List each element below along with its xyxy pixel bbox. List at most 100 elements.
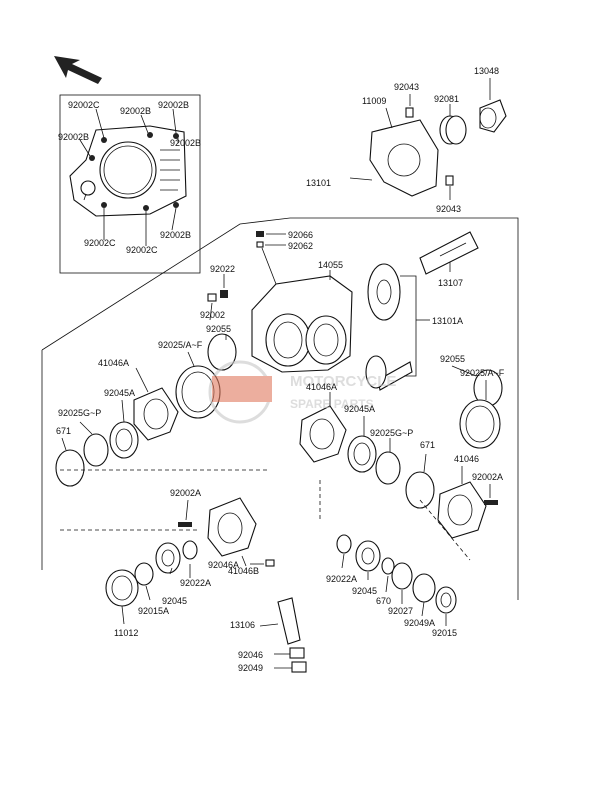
label-92045: 92045 bbox=[352, 586, 377, 596]
gear-case-14055-part bbox=[251, 275, 353, 373]
gasket-92025-right-part bbox=[459, 399, 501, 449]
label-92046: 92046 bbox=[238, 650, 263, 660]
cover-11009-part bbox=[369, 119, 439, 197]
label-92045: 92045 bbox=[162, 596, 187, 606]
bolt-92002A-left-part bbox=[178, 522, 192, 527]
collar-92015A-part bbox=[134, 562, 154, 586]
label-92022A: 92022A bbox=[180, 578, 211, 588]
shaft-13106-part bbox=[277, 597, 301, 645]
sleeve-92046A-part bbox=[265, 559, 275, 567]
oring-671-left-part bbox=[55, 449, 85, 487]
label-92055: 92055 bbox=[206, 324, 231, 334]
shim-92025G-left-part bbox=[83, 433, 109, 467]
label-92002A: 92002A bbox=[472, 472, 503, 482]
label-92027: 92027 bbox=[388, 606, 413, 616]
label-92002B: 92002B bbox=[58, 132, 89, 142]
label-92002B: 92002B bbox=[158, 100, 189, 110]
pin-92043-bottom-part bbox=[445, 175, 454, 186]
label-92046A: 92046A bbox=[208, 560, 239, 570]
label-92025G-P: 92025G~P bbox=[370, 428, 413, 438]
label-92066: 92066 bbox=[288, 230, 313, 240]
label-92002C: 92002C bbox=[68, 100, 100, 110]
shaft-13107-part bbox=[419, 231, 479, 275]
label-92043: 92043 bbox=[394, 82, 419, 92]
oil-seal-92081-part bbox=[439, 115, 467, 145]
joint-13048-part bbox=[479, 99, 507, 133]
bearing-92045A-middle-part bbox=[347, 435, 377, 473]
label-41046A: 41046A bbox=[306, 382, 337, 392]
label-41046B: 41046B bbox=[228, 566, 259, 576]
watermark-line1: MOTORCYCLE bbox=[290, 373, 396, 390]
label-92022: 92022 bbox=[210, 264, 235, 274]
label-671: 671 bbox=[420, 440, 435, 450]
head-gasket-part bbox=[69, 125, 187, 217]
label-92045A: 92045A bbox=[104, 388, 135, 398]
bearing-92045A-left-part bbox=[109, 421, 139, 459]
flange-41046A-middle-part bbox=[299, 405, 347, 463]
label-92055: 92055 bbox=[440, 354, 465, 364]
label-11009: 11009 bbox=[362, 96, 386, 106]
bolt-92002-part bbox=[207, 293, 217, 302]
watermark-line2: SPARE PARTS bbox=[290, 397, 374, 411]
front-direction-arrow-icon bbox=[54, 56, 102, 84]
cap-11012-part bbox=[105, 569, 139, 607]
flange-41046A-left-part bbox=[133, 387, 179, 441]
label-92049A: 92049A bbox=[404, 618, 435, 628]
oring-92022A-right-part bbox=[336, 534, 352, 554]
ring-92049A-part bbox=[412, 573, 436, 603]
label-92043: 92043 bbox=[436, 204, 461, 214]
label-92002A: 92002A bbox=[170, 488, 201, 498]
label-92002C: 92002C bbox=[126, 245, 158, 255]
label-92025G-P: 92025G~P bbox=[58, 408, 101, 418]
ring-92049-part bbox=[291, 661, 307, 673]
label-670: 670 bbox=[376, 596, 391, 606]
part-labels: 92002C 92002B 92002B 92002B 92002B 92002… bbox=[56, 66, 505, 673]
sleeve-92046-part bbox=[289, 647, 305, 659]
collar-92027-part bbox=[391, 562, 413, 590]
label-92081: 92081 bbox=[434, 94, 459, 104]
flange-41046B-part bbox=[207, 497, 257, 557]
label-92045A: 92045A bbox=[344, 404, 375, 414]
cover-leader-lines bbox=[349, 78, 491, 200]
bolt-92066-part bbox=[256, 231, 264, 237]
label-92025-A-F: 92025/A~F bbox=[158, 340, 203, 350]
label-92015A: 92015A bbox=[138, 606, 169, 616]
label-13107: 13107 bbox=[438, 278, 463, 288]
watermark-logo: MOTORCYCLE SPARE PARTS bbox=[208, 360, 396, 424]
label-92062: 92062 bbox=[288, 241, 313, 251]
pin-92043-top-part bbox=[405, 107, 414, 118]
label-92002B: 92002B bbox=[120, 106, 151, 116]
label-92002B: 92002B bbox=[170, 138, 201, 148]
shim-92025G-middle-part bbox=[375, 451, 401, 485]
label-14055: 14055 bbox=[318, 260, 343, 270]
assembly-13101-outline bbox=[41, 217, 519, 600]
oring-670-part bbox=[381, 557, 395, 575]
bearing-92045-right-part bbox=[355, 540, 381, 572]
assembly-guide-lines bbox=[60, 469, 471, 561]
label-671: 671 bbox=[56, 426, 71, 436]
seal-92055-left-part bbox=[207, 333, 237, 371]
bolt-92002A-right-part bbox=[484, 500, 498, 505]
label-92002C: 92002C bbox=[84, 238, 116, 248]
label-92015: 92015 bbox=[432, 628, 457, 638]
label-92002: 92002 bbox=[200, 310, 225, 320]
bolt-92022-part bbox=[220, 290, 228, 298]
gasket-inset-box bbox=[59, 94, 201, 274]
washer-92062-part bbox=[256, 241, 264, 248]
label-41046: 41046 bbox=[454, 454, 479, 464]
label-92049: 92049 bbox=[238, 663, 263, 673]
label-13101: 13101 bbox=[306, 178, 331, 188]
collar-92015-part bbox=[435, 586, 457, 614]
label-13048: 13048 bbox=[474, 66, 499, 76]
label-92022A: 92022A bbox=[326, 574, 357, 584]
bevel-gear-13101A-part bbox=[365, 263, 413, 391]
label-92025-A-F: 92025/A~F bbox=[460, 368, 505, 378]
label-13101A: 13101A bbox=[432, 316, 463, 326]
flange-41046-right-part bbox=[437, 481, 487, 539]
bearing-92045-left-part bbox=[155, 542, 181, 574]
label-92002B: 92002B bbox=[160, 230, 191, 240]
label-13106: 13106 bbox=[230, 620, 255, 630]
oring-92022A-left-part bbox=[182, 540, 198, 560]
gasket-leader-lines bbox=[79, 108, 179, 246]
